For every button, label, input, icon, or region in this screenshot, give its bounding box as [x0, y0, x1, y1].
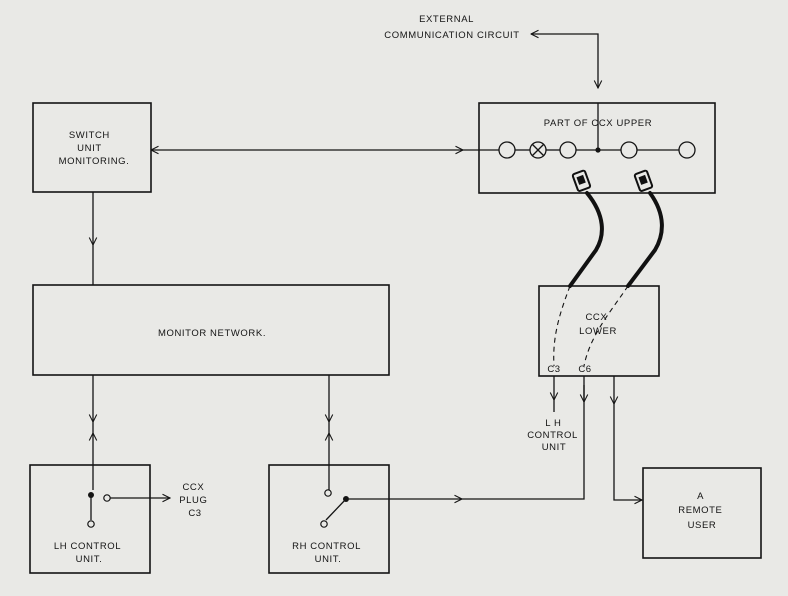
external-circuit-link: [531, 34, 598, 88]
ccx-lower-label-line1: CCX: [585, 312, 607, 323]
lh-control-target-label: L H CONTROL UNIT: [527, 418, 581, 453]
remote-user-box: [642, 467, 762, 559]
cable-right: [626, 191, 664, 288]
external-circuit-label-line1: EXTERNAL: [419, 14, 474, 25]
lh-control-unit-box: [29, 464, 151, 574]
remote-user-label: A REMOTE USER: [678, 491, 726, 531]
rh-control-unit-line1: RH CONTROL: [292, 541, 360, 552]
lh-control-target-line1: L H: [545, 418, 561, 429]
remote-user-line3: USER: [688, 520, 717, 531]
switch-unit-label-line1: SWITCH: [69, 130, 110, 141]
remote-user-line2: REMOTE: [678, 505, 722, 516]
lh-control-unit-line1: LH CONTROL: [54, 541, 121, 552]
lh-control-target-line3: UNIT: [542, 442, 567, 453]
cable-left: [568, 191, 604, 288]
monitor-network-label: MONITOR NETWORK.: [158, 328, 266, 339]
external-circuit-label-line2: COMMUNICATION CIRCUIT: [384, 30, 519, 41]
lh-control-unit-label: LH CONTROL UNIT.: [54, 541, 124, 565]
switch-unit-label: SWITCH UNIT MONITORING.: [59, 130, 130, 167]
ccx-plug-line2: PLUG: [179, 495, 207, 506]
ccx-plug-line3: C3: [188, 508, 201, 519]
lh-control-target-line2: CONTROL: [527, 430, 577, 441]
c3-label: C3: [547, 364, 560, 375]
ccx-lower-label-line2: LOWER: [579, 326, 617, 337]
monitor-network-box: [32, 284, 390, 376]
ccx-plug-label: CCX PLUG C3: [179, 482, 211, 519]
lh-switch-symbol: [87, 492, 111, 528]
ccx-lower-to-remote-line: [613, 404, 620, 501]
rh-control-unit-label: RH CONTROL UNIT.: [292, 541, 364, 565]
internal-wire-c6: [583, 285, 629, 367]
internal-wire-c3: [553, 285, 571, 367]
switch-unit-label-line3: MONITORING.: [59, 156, 130, 167]
ccx-lower-box: [538, 285, 660, 377]
rh-switch-symbol: [320, 489, 349, 528]
ccx-plug-line1: CCX: [182, 482, 204, 493]
lh-control-unit-line2: UNIT.: [76, 554, 103, 565]
ccx-upper-label: PART OF CCX UPPER: [544, 118, 652, 129]
plug-right: [633, 169, 654, 192]
external-circuit-label: EXTERNAL COMMUNICATION CIRCUIT: [384, 14, 519, 41]
terminal-bus: [498, 141, 696, 159]
rh-control-unit-line2: UNIT.: [315, 554, 342, 565]
remote-user-line1: A: [697, 491, 704, 502]
rh-to-c6-line: [462, 385, 585, 500]
ccx-lower-label: CCX LOWER: [579, 312, 617, 337]
plug-left: [571, 169, 592, 192]
c6-label: C6: [578, 364, 591, 375]
switch-unit-monitoring-box: [32, 102, 152, 193]
switch-unit-label-line2: UNIT: [77, 143, 101, 154]
